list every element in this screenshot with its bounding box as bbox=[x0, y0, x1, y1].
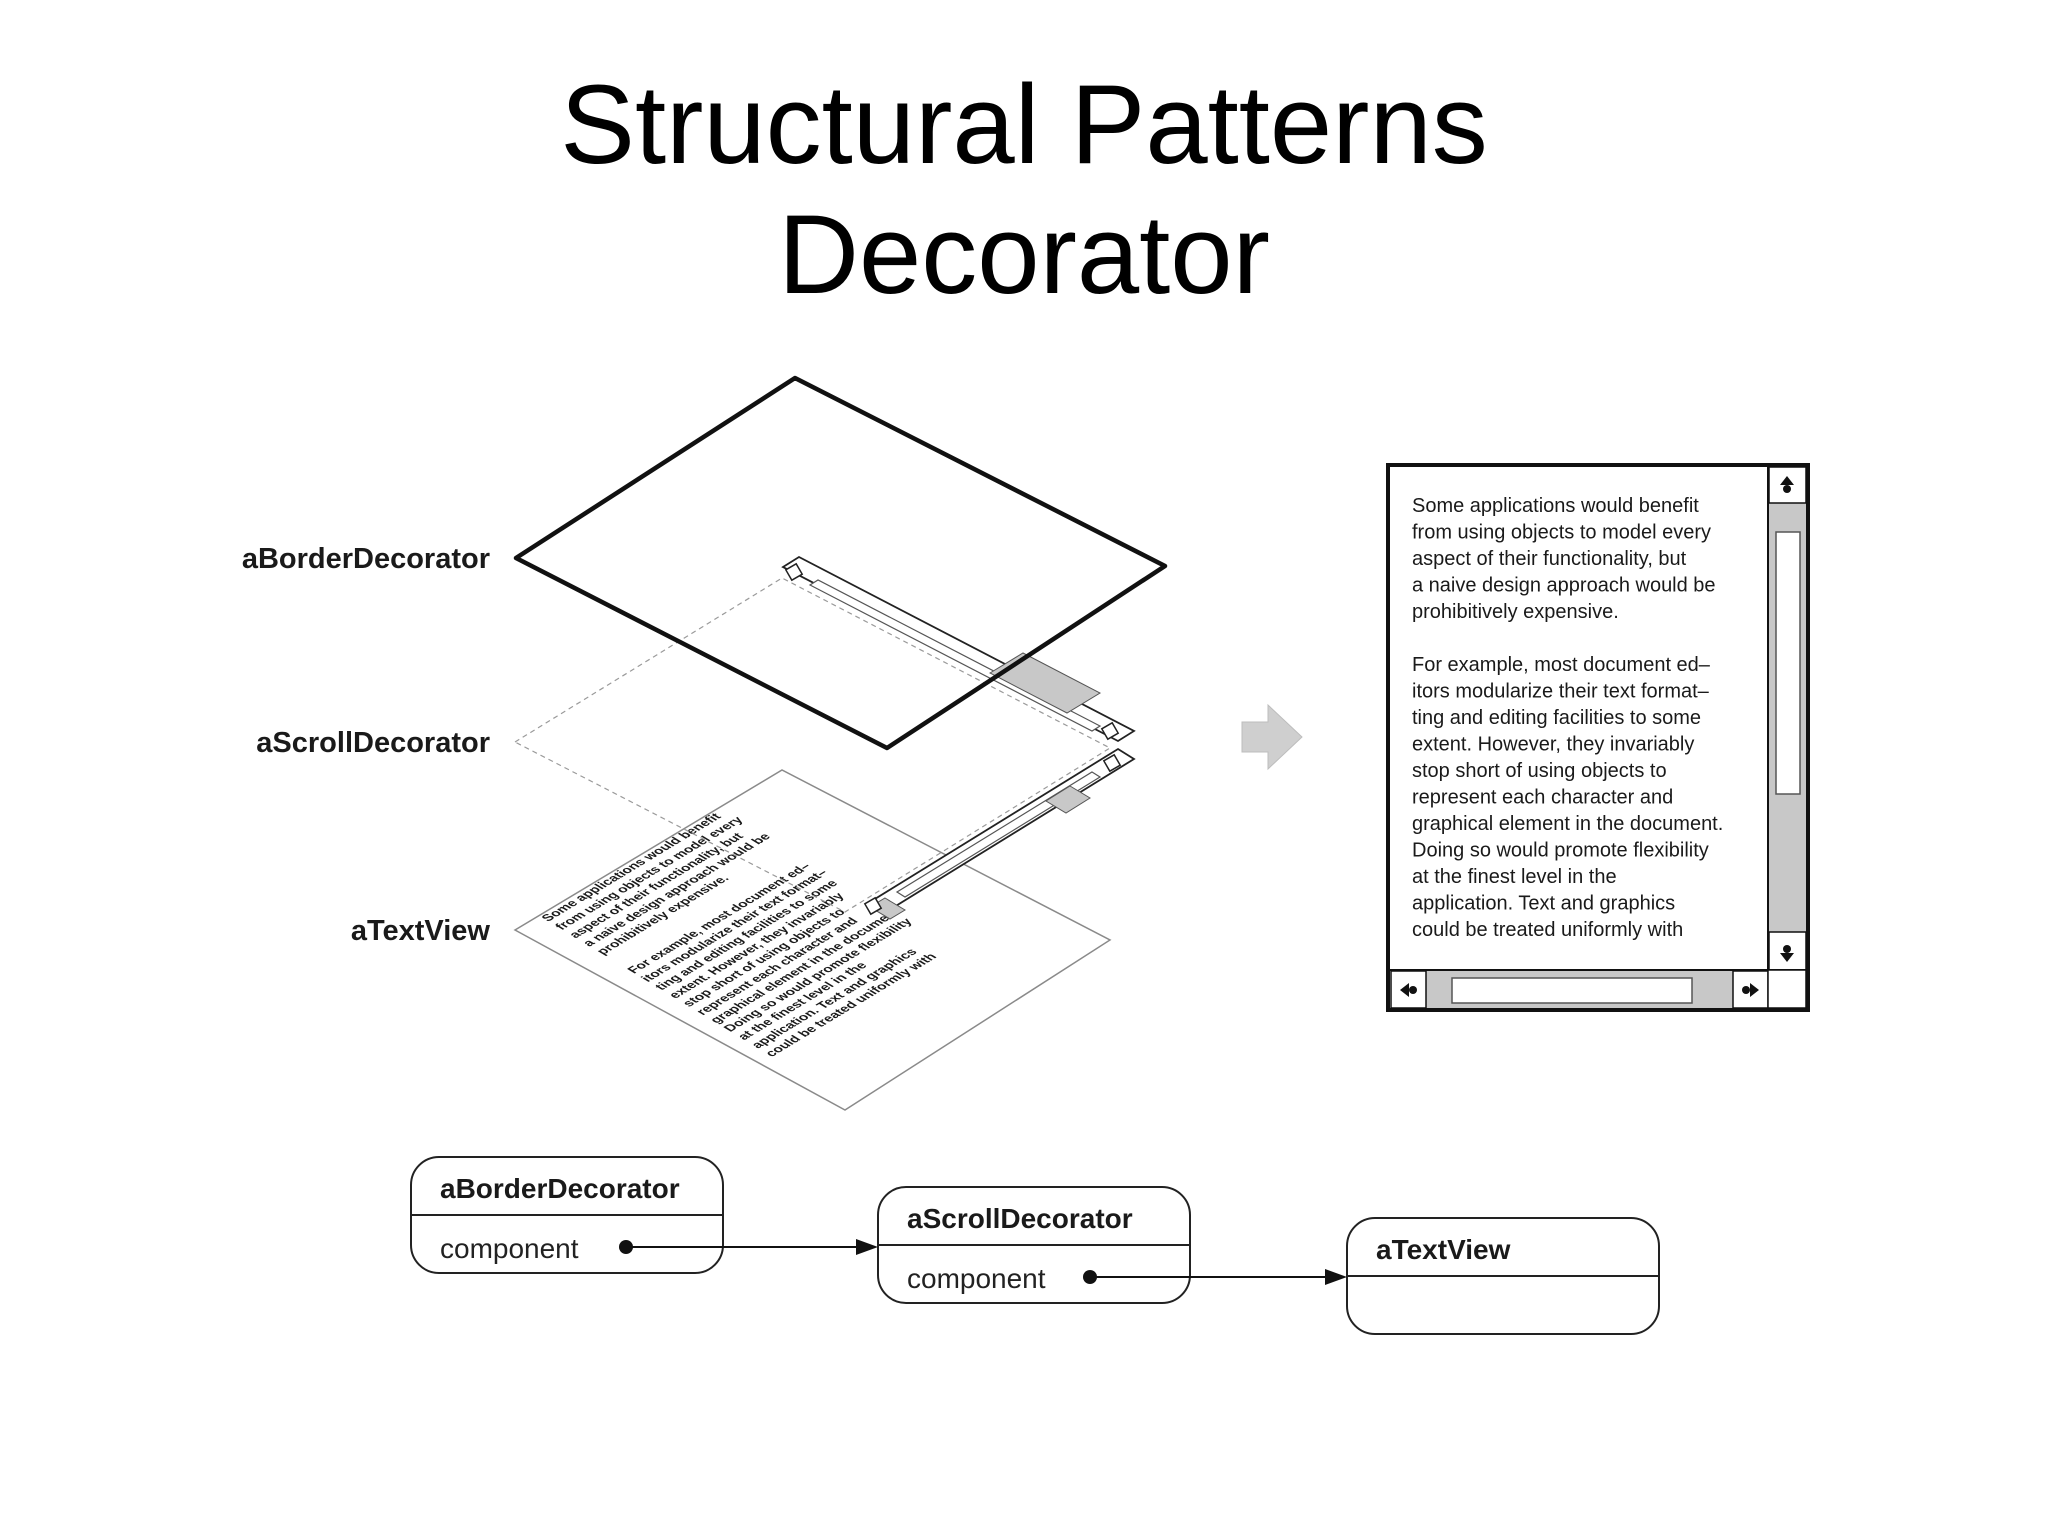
text-line: aspect of their functionality, but bbox=[1412, 548, 1687, 570]
result-window: Some applications would benefit from usin… bbox=[1386, 463, 1810, 1012]
text-line: For example, most document ed– bbox=[1412, 654, 1711, 676]
object-text-view: aTextView bbox=[1346, 1217, 1660, 1335]
text-line: Some applications would benefit bbox=[1412, 495, 1699, 517]
reference-arrow bbox=[626, 1239, 878, 1255]
scroll-strip-top bbox=[781, 555, 1136, 743]
scroll-decorator-plane bbox=[513, 577, 1112, 913]
object-name: aScrollDecorator bbox=[907, 1203, 1133, 1234]
text-line: Doing so would promote flexibility bbox=[1412, 840, 1709, 862]
scroll-left-icon[interactable] bbox=[1400, 983, 1417, 997]
text-line: at the finest level in the bbox=[1412, 866, 1617, 888]
slide-title: Structural Patterns Decorator bbox=[0, 60, 2048, 320]
label-text-view: aTextView bbox=[351, 915, 491, 947]
object-name: aTextView bbox=[1376, 1234, 1511, 1265]
window-paragraph-1: Some applications would benefit from usin… bbox=[1412, 495, 1716, 623]
border-decorator-plane bbox=[513, 375, 1168, 751]
reference-arrow bbox=[1090, 1269, 1347, 1285]
scroll-strip-side bbox=[863, 747, 1136, 920]
object-name: aBorderDecorator bbox=[440, 1173, 680, 1204]
text-line: stop short of using objects to bbox=[1412, 760, 1667, 782]
label-scroll-decorator: aScrollDecorator bbox=[256, 727, 490, 759]
title-line-1: Structural Patterns bbox=[560, 62, 1488, 187]
text-line: graphical element in the document. bbox=[1412, 813, 1723, 835]
object-diagram: aBorderDecorator component aScrollDecora… bbox=[410, 1156, 1660, 1335]
text-line: application. Text and graphics bbox=[1412, 893, 1675, 915]
title-line-2: Decorator bbox=[778, 192, 1270, 317]
horizontal-scrollbar[interactable] bbox=[1390, 969, 1807, 1009]
layer-stack: Some applications would benefitfrom usin… bbox=[242, 375, 1168, 1111]
window-frame bbox=[1386, 463, 1810, 1012]
text-line: a naive design approach would be bbox=[1412, 575, 1716, 597]
text-line: extent. However, they invariably bbox=[1412, 734, 1694, 756]
object-field: component bbox=[907, 1263, 1046, 1294]
scroll-up-icon[interactable] bbox=[1780, 476, 1794, 493]
scroll-right-icon[interactable] bbox=[1742, 983, 1759, 997]
text-line: itors modularize their text format– bbox=[1412, 681, 1710, 703]
vertical-scrollbar[interactable] bbox=[1767, 466, 1807, 1008]
result-arrow-icon bbox=[1241, 703, 1303, 771]
object-border-decorator: aBorderDecorator component bbox=[410, 1156, 724, 1274]
text-view-plane bbox=[513, 769, 1112, 1111]
scroll-down-icon[interactable] bbox=[1780, 945, 1794, 962]
object-field: component bbox=[440, 1233, 579, 1264]
text-line: prohibitively expensive. bbox=[1412, 601, 1619, 623]
text-line: could be treated uniformly with bbox=[1412, 919, 1683, 941]
label-border-decorator: aBorderDecorator bbox=[242, 543, 490, 575]
text-line: ting and editing facilities to some bbox=[1412, 707, 1701, 729]
window-paragraph-2: For example, most document ed– itors modu… bbox=[1412, 654, 1723, 941]
object-scroll-decorator: aScrollDecorator component bbox=[877, 1186, 1191, 1304]
text-line: represent each character and bbox=[1412, 787, 1673, 809]
text-line: from using objects to model every bbox=[1412, 522, 1711, 544]
